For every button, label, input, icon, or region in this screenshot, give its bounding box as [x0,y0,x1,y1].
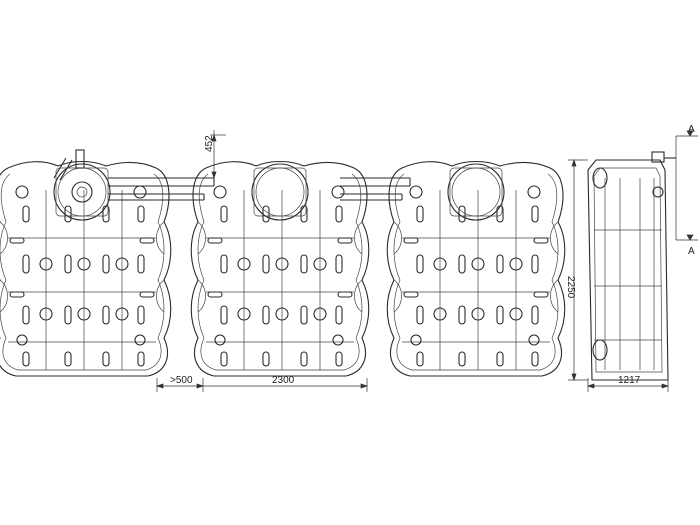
section-mark-top: A [688,124,695,135]
tank-front-view-1 [0,149,172,377]
tank-front-view-3 [386,160,566,377]
dimension-spacing-label: >500 [170,375,193,386]
section-mark-bottom: A [688,246,695,257]
connecting-pipes [108,177,411,201]
dimension-width-label: 2300 [272,375,295,386]
tank-side-view [587,151,676,381]
dimension-depth-label: 1217 [618,375,641,386]
dimension-height-label: 2250 [565,276,576,299]
dimension-inlet-label: 452 [204,135,215,152]
dimension-lines [155,130,698,392]
